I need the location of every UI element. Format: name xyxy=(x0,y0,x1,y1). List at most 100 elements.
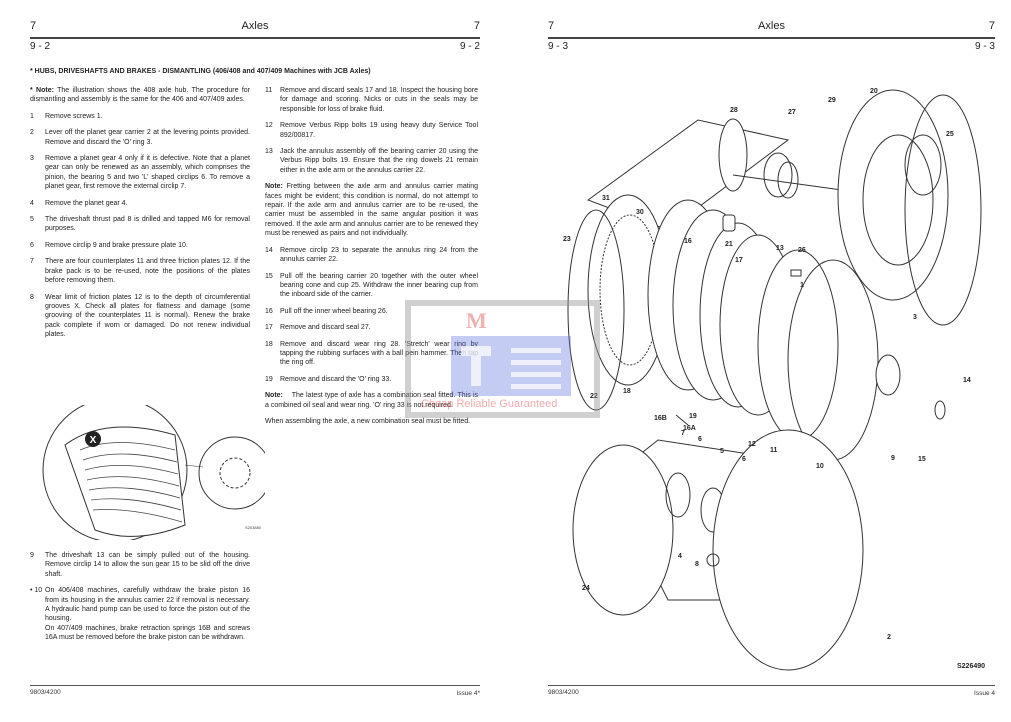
circlip-23 xyxy=(567,209,625,411)
step-number xyxy=(30,624,45,643)
chapter-number-right: 7 xyxy=(473,20,480,32)
part-label: 5 xyxy=(720,448,724,455)
part-label: 29 xyxy=(828,97,836,104)
step-number: 7 xyxy=(30,258,34,266)
assembly-note: When assembling the axle, a new combinat… xyxy=(265,417,471,425)
step-item: 5 The driveshaft thrust pad 8 is drilled … xyxy=(30,215,250,234)
step-text: Pull off the bearing carrier 20 together… xyxy=(280,272,478,299)
plate-closeup xyxy=(42,405,188,540)
page-header: 7 Axles 7 9 - 3 9 - 3 xyxy=(548,20,995,52)
step-text: Remove circlip 9 and brake pressure plat… xyxy=(45,241,188,249)
step-text: Jack the annulus assembly off the bearin… xyxy=(280,148,478,174)
step-number: 14 xyxy=(265,246,273,254)
step-number: 15 xyxy=(265,272,273,280)
part-label: 12 xyxy=(748,441,756,448)
step-text: On 406/408 machines, carefully withdraw … xyxy=(45,587,250,623)
part-label: 26 xyxy=(798,247,806,254)
doc-number: 9803/4200 xyxy=(548,689,579,696)
section-number: 9 - 2 xyxy=(30,41,51,52)
column-1: * Note: The illustration shows the 408 a… xyxy=(30,86,250,347)
step-number: 4 xyxy=(30,199,34,207)
pressure-plate xyxy=(757,249,839,441)
intro-note: * Note: The illustration shows the 408 a… xyxy=(30,86,250,105)
part-label: 14 xyxy=(963,377,971,384)
part-label: 25 xyxy=(946,131,954,138)
part-label: 27 xyxy=(788,109,796,116)
badge-x xyxy=(85,431,101,447)
chapter-title: Axles xyxy=(241,20,269,32)
part-label: 6 xyxy=(698,436,702,443)
part-label: 11 xyxy=(770,447,778,454)
step-item: On 407/409 machines, brake retraction sp… xyxy=(30,624,250,643)
step-number: 11 xyxy=(265,87,273,94)
issue-number: Issue 4* xyxy=(456,690,481,697)
note-text: The illustration shows the 408 axle hub.… xyxy=(30,87,250,104)
part-label: 18 xyxy=(623,388,631,395)
step-text: Remove and discard seal 27. xyxy=(280,324,371,332)
step-text: On 407/409 machines, brake retraction sp… xyxy=(45,624,250,642)
left-page: 7 Axles 7 9 - 2 9 - 2 * HUBS, DRIVESHAFT… xyxy=(30,0,480,722)
right-page: 7 Axles 7 9 - 3 9 - 3 9803/4200 Issue 4 xyxy=(548,0,995,722)
o-ring-3 xyxy=(904,94,982,326)
part-label: 22 xyxy=(590,393,598,400)
section-number-right: 9 - 3 xyxy=(974,41,995,52)
part-label: 16B xyxy=(654,415,667,422)
note-label: * Note: xyxy=(30,87,54,94)
note-label: Note: xyxy=(265,392,283,400)
page-footer: 9803/4200 Issue 4* xyxy=(30,685,481,697)
step-text: The driveshaft thrust pad 8 is drilled a… xyxy=(45,216,250,233)
note-label: Note: xyxy=(265,183,283,191)
part-label: 2 xyxy=(887,634,891,641)
step-number: 6 xyxy=(30,241,34,249)
part-label: 8 xyxy=(695,561,699,568)
header-rule xyxy=(30,37,480,39)
part-label: 28 xyxy=(730,107,738,114)
figure-ref: S226490 xyxy=(957,663,985,670)
part-label: 9 xyxy=(891,455,895,462)
section-heading: * HUBS, DRIVESHAFTS AND BRAKES - DISMANT… xyxy=(30,68,371,75)
page-footer: 9803/4200 Issue 4 xyxy=(548,685,995,697)
step-number: 12 xyxy=(265,122,273,130)
sun-gear xyxy=(875,354,901,396)
step-text: Remove and discard wear ring 28. 'Stretc… xyxy=(280,340,478,367)
planet-carrier xyxy=(712,429,864,671)
part-label: 1 xyxy=(800,282,804,289)
part-label: 23 xyxy=(563,236,571,243)
step-number: 1 xyxy=(30,112,34,120)
step-item: 14 Remove circlip 23 to separate the annu… xyxy=(265,246,478,265)
part-label: 10 xyxy=(816,463,824,470)
part-label: 21 xyxy=(725,241,733,248)
chapter-number: 7 xyxy=(30,20,37,32)
step-number: 13 xyxy=(265,148,273,156)
part-label: 13 xyxy=(776,245,784,252)
step-number: 18 xyxy=(265,340,273,348)
step-text: The driveshaft 13 can be simply pulled o… xyxy=(45,552,250,578)
step-number: 5 xyxy=(30,216,34,224)
doc-number: 9803/4200 xyxy=(30,689,61,696)
part-label: 15 xyxy=(918,456,926,463)
step-text: Pull off the inner wheel bearing 26. xyxy=(280,307,388,315)
step-item: 18 Remove and discard wear ring 28. 'Stre… xyxy=(265,340,478,368)
part-label: 19 xyxy=(689,413,697,420)
step-number: 8 xyxy=(30,293,34,301)
step-text: Lever off the planet gear carrier 2 at t… xyxy=(45,129,250,146)
part-label: 4 xyxy=(678,553,682,560)
part-label: 17 xyxy=(735,257,743,264)
step-text: Remove circlip 23 to separate the annulu… xyxy=(280,246,478,264)
step-item: 15 Pull off the bearing carrier 20 togeth… xyxy=(265,272,478,300)
section-number: 9 - 3 xyxy=(548,41,569,52)
chapter-number-right: 7 xyxy=(988,20,995,32)
